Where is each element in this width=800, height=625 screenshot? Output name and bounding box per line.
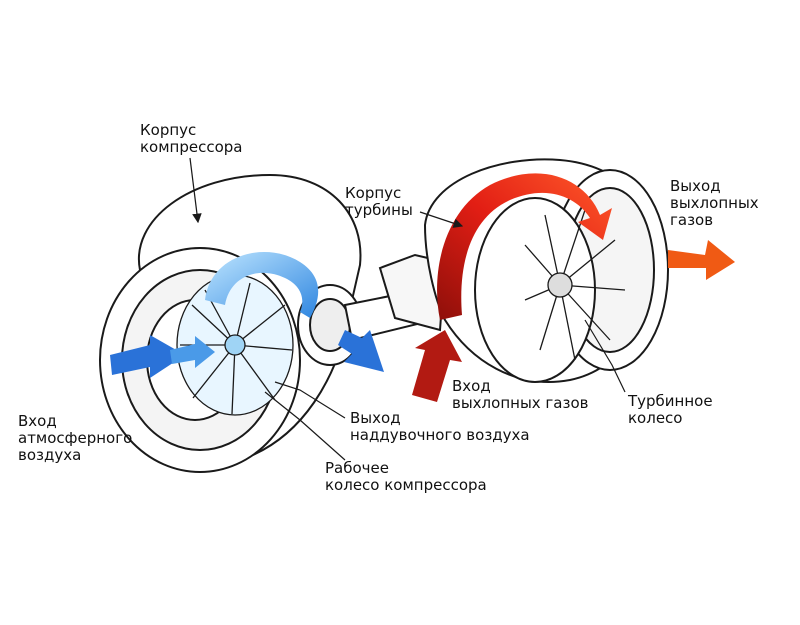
turbine-flow-arrow xyxy=(437,173,612,320)
label-boost-out: Выход наддувочного воздуха xyxy=(350,409,530,444)
compressor-flow-arrow xyxy=(205,251,319,318)
label-air-in: Вход атмосферного воздуха xyxy=(18,412,133,464)
leader-turbine-housing xyxy=(419,211,464,228)
label-exhaust-out: Выход выхлопных газов xyxy=(670,177,759,229)
boost-out-arrow xyxy=(338,330,384,372)
leader-compressor-housing xyxy=(189,157,202,224)
label-compressor-housing: Корпус компрессора xyxy=(140,121,243,156)
leader-boost-out xyxy=(274,381,346,419)
label-turbine-wheel: Турбинное колесо xyxy=(628,392,713,427)
leader-turbine-wheel xyxy=(584,319,626,393)
turbine-wheel xyxy=(524,209,626,361)
air-inlet-arrow-2 xyxy=(170,336,215,368)
leader-lines xyxy=(189,157,626,461)
label-compressor-wheel: Рабочее колесо компрессора xyxy=(325,459,487,494)
label-turbine-housing: Корпус турбины xyxy=(345,184,413,219)
compressor-wheel xyxy=(176,274,294,416)
leader-compressor-wheel xyxy=(264,391,346,461)
exhaust-in-arrow xyxy=(412,330,462,402)
label-exhaust-in: Вход выхлопных газов xyxy=(452,377,589,412)
air-inlet-arrow xyxy=(110,335,185,378)
exhaust-out-arrow xyxy=(668,240,735,280)
